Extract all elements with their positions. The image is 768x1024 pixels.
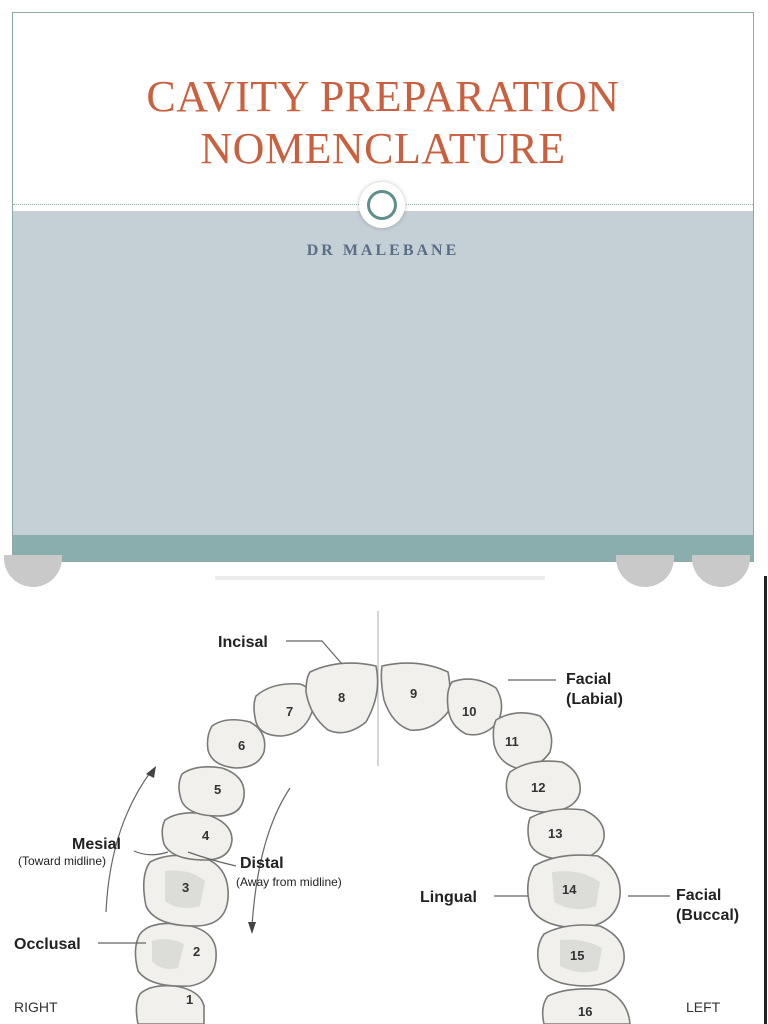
tooth-number-16: 16 <box>578 1004 592 1019</box>
tooth-number-7: 7 <box>286 704 293 719</box>
mesial-arrowhead <box>146 766 156 778</box>
tooth-14: 14 <box>526 854 621 929</box>
label-mesial-sub: (Toward midline) <box>18 854 106 868</box>
tooth-7: 7 <box>253 682 315 737</box>
tooth-number-1: 1 <box>186 992 193 1007</box>
label-mesial: Mesial <box>72 836 121 853</box>
leader-distal <box>187 851 237 867</box>
tooth-15: 15 <box>536 924 625 987</box>
leader-incisal <box>286 640 343 665</box>
tooth-number-4: 4 <box>202 828 210 843</box>
label-left: LEFT <box>686 999 721 1015</box>
slide-bottom-panel <box>13 211 753 538</box>
tooth-13: 13 <box>527 808 605 861</box>
tooth-number-6: 6 <box>238 738 245 753</box>
tooth-2: 2 <box>134 922 217 988</box>
mesial-arrow <box>105 769 153 913</box>
title-slide: CAVITY PREPARATION NOMENCLATURE DR MALEB… <box>12 12 754 562</box>
label-distal: Distal <box>240 855 284 872</box>
tooth-number-15: 15 <box>570 948 584 963</box>
image-edge <box>764 576 767 1024</box>
tooth-1: 1 <box>135 984 205 1024</box>
label-facial-buccal: Facial <box>676 887 721 904</box>
label-facial-labial: Facial <box>566 671 611 688</box>
label-occlusal: Occlusal <box>14 936 81 953</box>
slide-top-panel <box>13 13 753 211</box>
label-facial-buccal-sub: (Buccal) <box>676 907 739 924</box>
label-lingual: Lingual <box>420 889 477 906</box>
dental-arch-diagram: 1 2 3 4 5 6 7 8 9 10 11 1 <box>14 611 739 1024</box>
tooth-16: 16 <box>541 988 631 1024</box>
tooth-12: 12 <box>505 760 581 813</box>
slide-subtitle: DR MALEBANE <box>306 242 460 259</box>
tooth-3: 3 <box>142 854 229 927</box>
tooth-number-11: 11 <box>505 734 519 749</box>
tooth-number-5: 5 <box>214 782 221 797</box>
label-right: RIGHT <box>14 999 58 1015</box>
distal-arrowhead <box>248 922 256 934</box>
tooth-8: 8 <box>305 662 379 734</box>
label-incisal: Incisal <box>218 634 268 651</box>
tooth-9: 9 <box>380 662 451 731</box>
tooth-5: 5 <box>178 766 245 817</box>
tooth-10: 10 <box>446 678 503 736</box>
leader-mesial <box>133 850 169 856</box>
distal-arrow <box>251 787 291 927</box>
tooth-number-13: 13 <box>548 826 562 841</box>
tooth-number-14: 14 <box>562 882 577 897</box>
tooth-number-12: 12 <box>531 780 545 795</box>
tooth-number-2: 2 <box>193 944 200 959</box>
tooth-number-10: 10 <box>462 704 476 719</box>
tooth-number-3: 3 <box>182 880 189 895</box>
label-distal-sub: (Away from midline) <box>236 875 342 889</box>
tooth-number-8: 8 <box>338 690 345 705</box>
tooth-number-9: 9 <box>410 686 417 701</box>
divider-circle-ornament <box>359 182 405 228</box>
slide-title: CAVITY PREPARATION NOMENCLATURE <box>13 71 753 175</box>
title-line-2: NOMENCLATURE <box>200 124 566 173</box>
label-facial-labial-sub: (Labial) <box>566 691 623 708</box>
title-line-1: CAVITY PREPARATION <box>146 72 620 121</box>
tooth-11: 11 <box>492 712 553 769</box>
tooth-6: 6 <box>206 718 266 769</box>
tooth-4: 4 <box>161 812 233 861</box>
faint-caption-strip <box>215 576 545 580</box>
